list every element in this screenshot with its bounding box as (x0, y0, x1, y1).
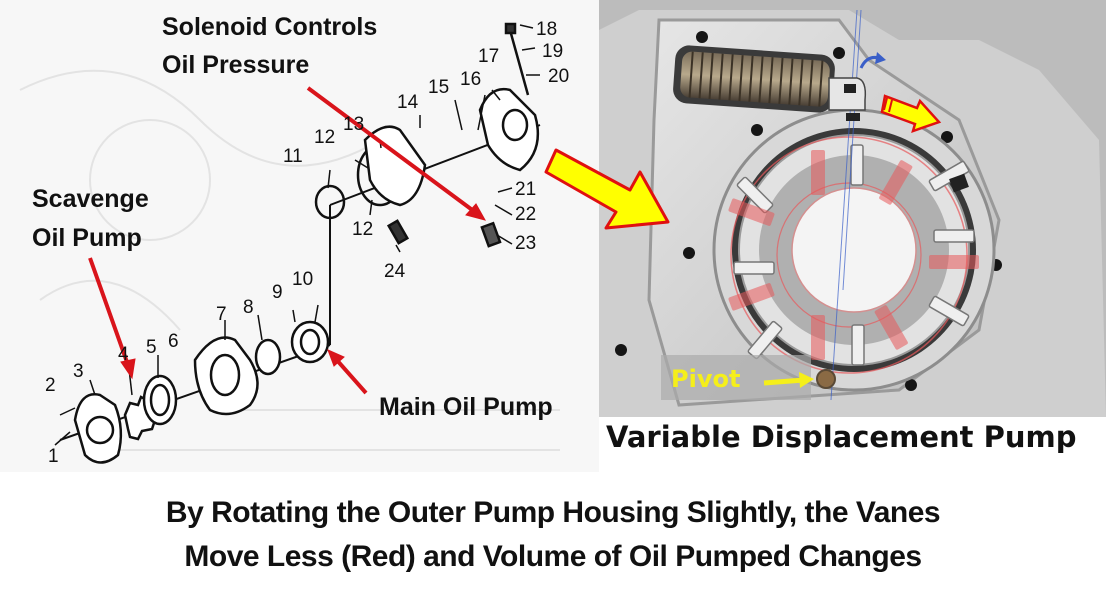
part-number-24: 24 (384, 261, 406, 282)
part-number-15: 15 (428, 77, 450, 98)
part-number-9: 9 (272, 282, 283, 303)
part-number-21: 21 (515, 179, 537, 200)
part-number-2: 2 (45, 375, 56, 396)
exploded-view-drawing (19, 22, 560, 464)
part-number-14: 14 (397, 92, 419, 113)
part-number-8: 8 (243, 297, 254, 318)
part-number-12-lower: 12 (352, 219, 374, 240)
part-number-17: 17 (478, 46, 500, 67)
exploded-parts-diagram: 1 2 3 4 5 6 7 8 9 10 11 12 12 13 14 15 1… (0, 0, 599, 472)
part-number-4: 4 (118, 344, 129, 365)
part-number-19: 19 (542, 41, 564, 62)
part-number-13: 13 (343, 114, 365, 135)
part-number-10: 10 (292, 269, 314, 290)
part-number-16: 16 (460, 69, 482, 90)
part-number-5: 5 (146, 337, 157, 358)
housing-rotation-arrow (880, 94, 942, 133)
bottom-caption-line2: Move Less (Red) and Volume of Oil Pumped… (184, 540, 922, 573)
part-number-7: 7 (216, 304, 227, 325)
part-number-23: 23 (515, 233, 537, 254)
red-pointer-arrows (88, 86, 487, 395)
pump-photo (599, 0, 1106, 417)
part-number-6: 6 (168, 331, 179, 352)
variable-displacement-caption: Variable Displacement Pump (606, 420, 1077, 454)
bottom-caption-line1: By Rotating the Outer Pump Housing Sligh… (165, 496, 941, 529)
part-number-18: 18 (536, 19, 558, 40)
part-number-1: 1 (48, 446, 59, 467)
pump-housing-illustration (599, 0, 1106, 417)
scavenge-label-line1: Scavenge (32, 185, 149, 213)
solenoid-label-line1: Solenoid Controls (162, 13, 378, 41)
scavenge-label-line2: Oil Pump (32, 224, 142, 252)
part-number-3: 3 (73, 361, 84, 382)
solenoid-label-line2: Oil Pressure (162, 51, 310, 79)
part-number-11: 11 (283, 146, 303, 167)
part-number-22: 22 (515, 204, 537, 225)
part-number-20: 20 (548, 66, 570, 87)
main-oil-pump-label: Main Oil Pump (379, 393, 553, 421)
part-number-12-upper: 12 (314, 127, 336, 148)
pivot-label: Pivot (671, 365, 741, 393)
